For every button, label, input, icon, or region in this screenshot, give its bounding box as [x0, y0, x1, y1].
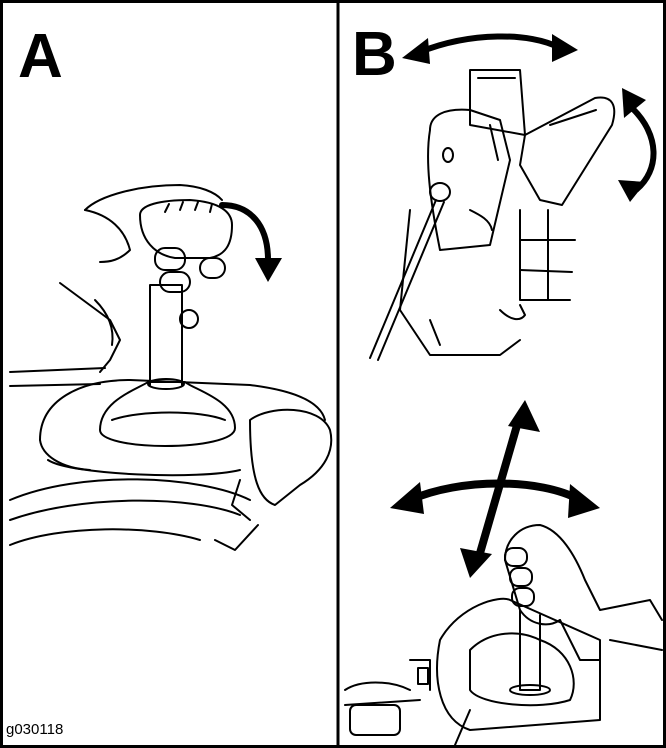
joystick-shaft [150, 285, 182, 385]
chute-deflector [520, 97, 614, 205]
hand-a [85, 185, 222, 210]
joystick-b-console [437, 599, 600, 730]
chute-top [470, 70, 525, 135]
panel-a-illustration [10, 185, 331, 550]
figure-id: g030118 [6, 722, 63, 737]
curved-double-arrow-icon [618, 88, 654, 202]
joystick-b-illustration [345, 525, 662, 745]
joystick-grip [140, 200, 232, 258]
double-arrow-icon [402, 34, 578, 64]
discharge-chute-illustration [370, 70, 614, 360]
joystick-boot [100, 382, 235, 446]
four-way-arrow-icon [390, 400, 600, 578]
armrest [250, 410, 331, 505]
panel-label-a: A [18, 26, 63, 88]
panel-label-b: B [352, 24, 397, 86]
